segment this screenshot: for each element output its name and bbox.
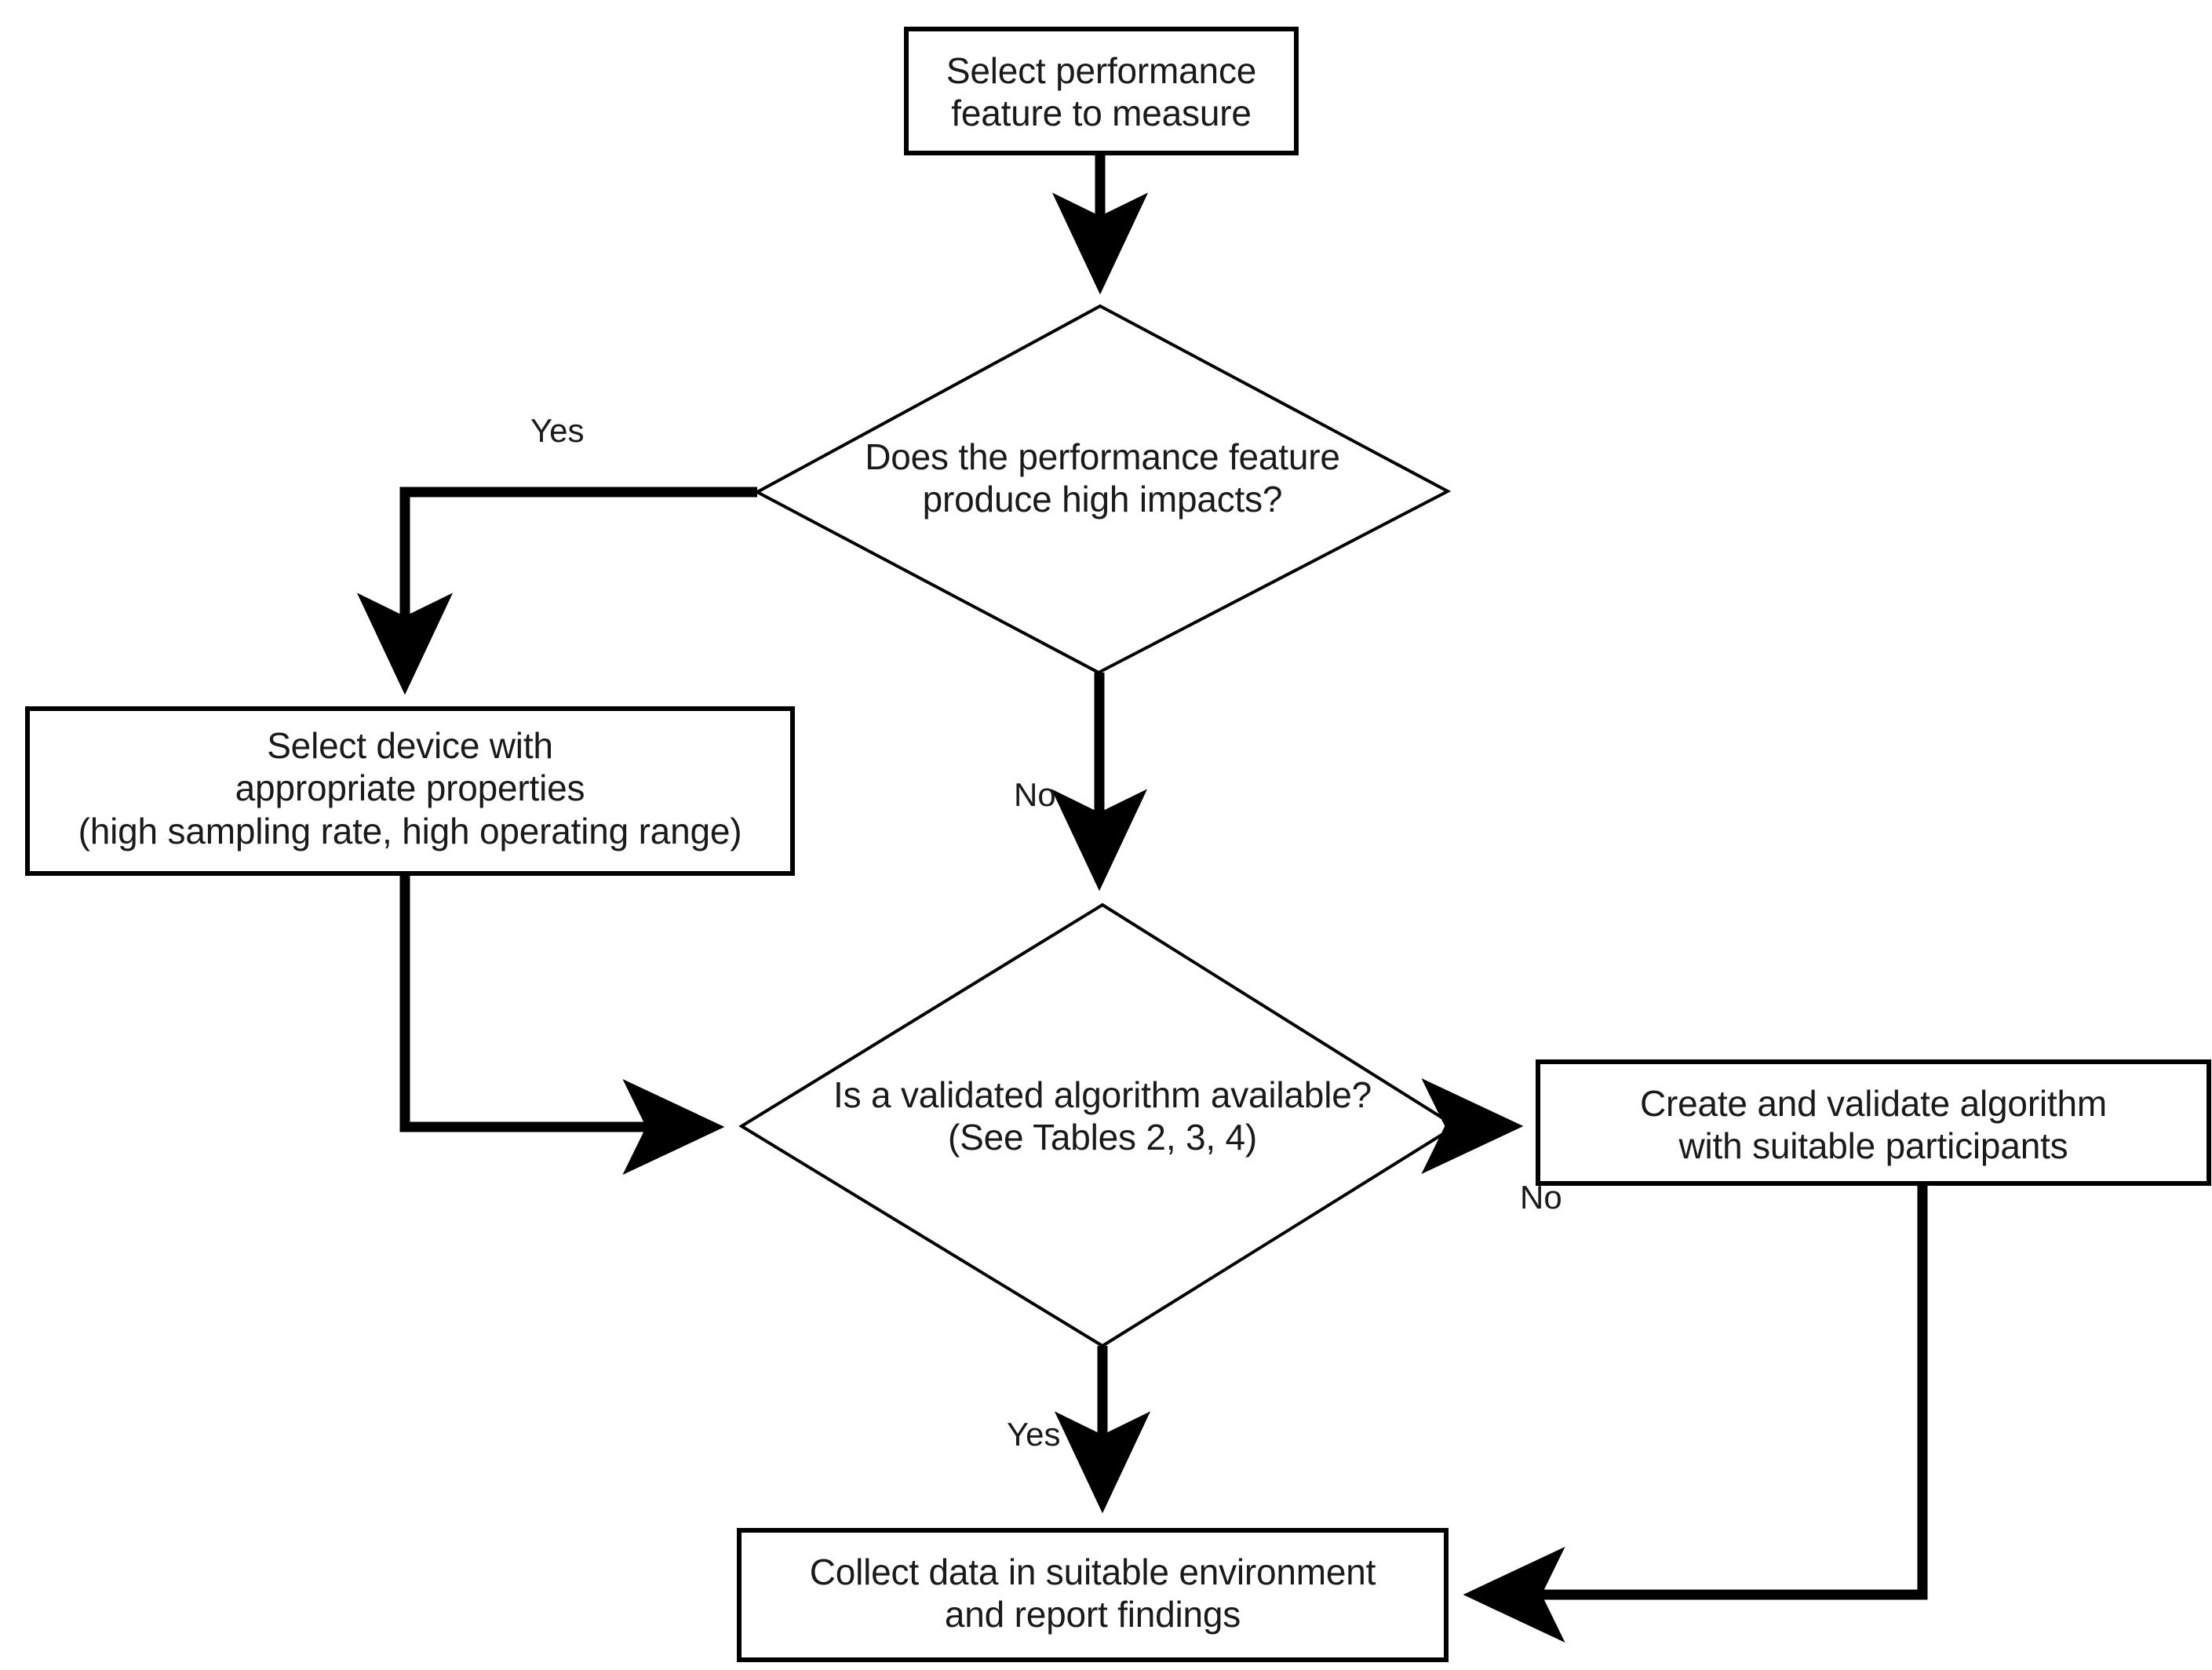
node-select-device[interactable] [27, 709, 793, 873]
edge-label-yes-impact: Yes [530, 412, 585, 449]
node-decision-impact[interactable] [757, 306, 1448, 673]
node-collect-data-shape [737, 1528, 1449, 1662]
node-start-shape [904, 27, 1299, 155]
edge-label-no-algorithm: No [1520, 1179, 1562, 1216]
edge-label-yes-algorithm: Yes [1007, 1416, 1061, 1453]
node-collect-data[interactable] [739, 1530, 1446, 1660]
edge-label-no-impact: No [1014, 776, 1056, 813]
node-start[interactable] [906, 29, 1296, 153]
edge-decision-impact-yes-to-select-device [356, 487, 757, 695]
edge-create-algorithm-to-collect-data [1463, 1183, 1928, 1643]
node-create-algorithm-shape [1536, 1059, 2211, 1186]
node-create-algorithm[interactable] [1538, 1062, 2209, 1183]
node-decision-algorithm[interactable] [742, 905, 1456, 1346]
edge-select-device-to-decision-algorithm [399, 873, 725, 1176]
